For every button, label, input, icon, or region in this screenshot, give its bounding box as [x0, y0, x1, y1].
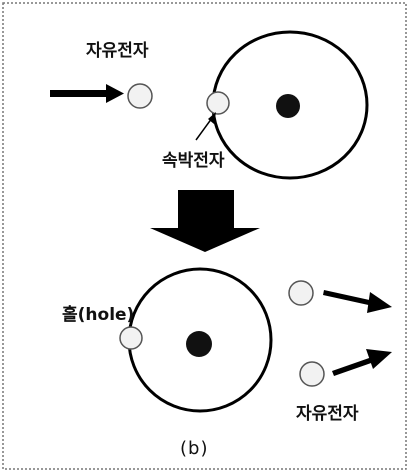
- outgoing-arrow-2: [332, 349, 392, 376]
- free-electron-incoming: [128, 84, 152, 108]
- free-electron-out-2: [300, 362, 324, 386]
- figure-caption: (b): [180, 438, 208, 459]
- nucleus-top: [276, 94, 300, 118]
- free-electron-label-top: 자유전자: [86, 36, 149, 61]
- bound-electron: [207, 92, 229, 114]
- hole-label: 홀(hole): [62, 300, 134, 325]
- bound-electron-label: 속박전자: [162, 146, 225, 171]
- nucleus-bottom: [186, 331, 212, 357]
- outgoing-arrow-1: [323, 290, 392, 313]
- free-electron-label-bottom: 자유전자: [296, 399, 359, 424]
- incoming-arrow: [50, 84, 124, 103]
- hole-marker: [120, 327, 142, 349]
- free-electron-out-1: [289, 281, 313, 305]
- transition-arrow: [150, 190, 260, 252]
- bound-electron-pointer: [196, 118, 212, 140]
